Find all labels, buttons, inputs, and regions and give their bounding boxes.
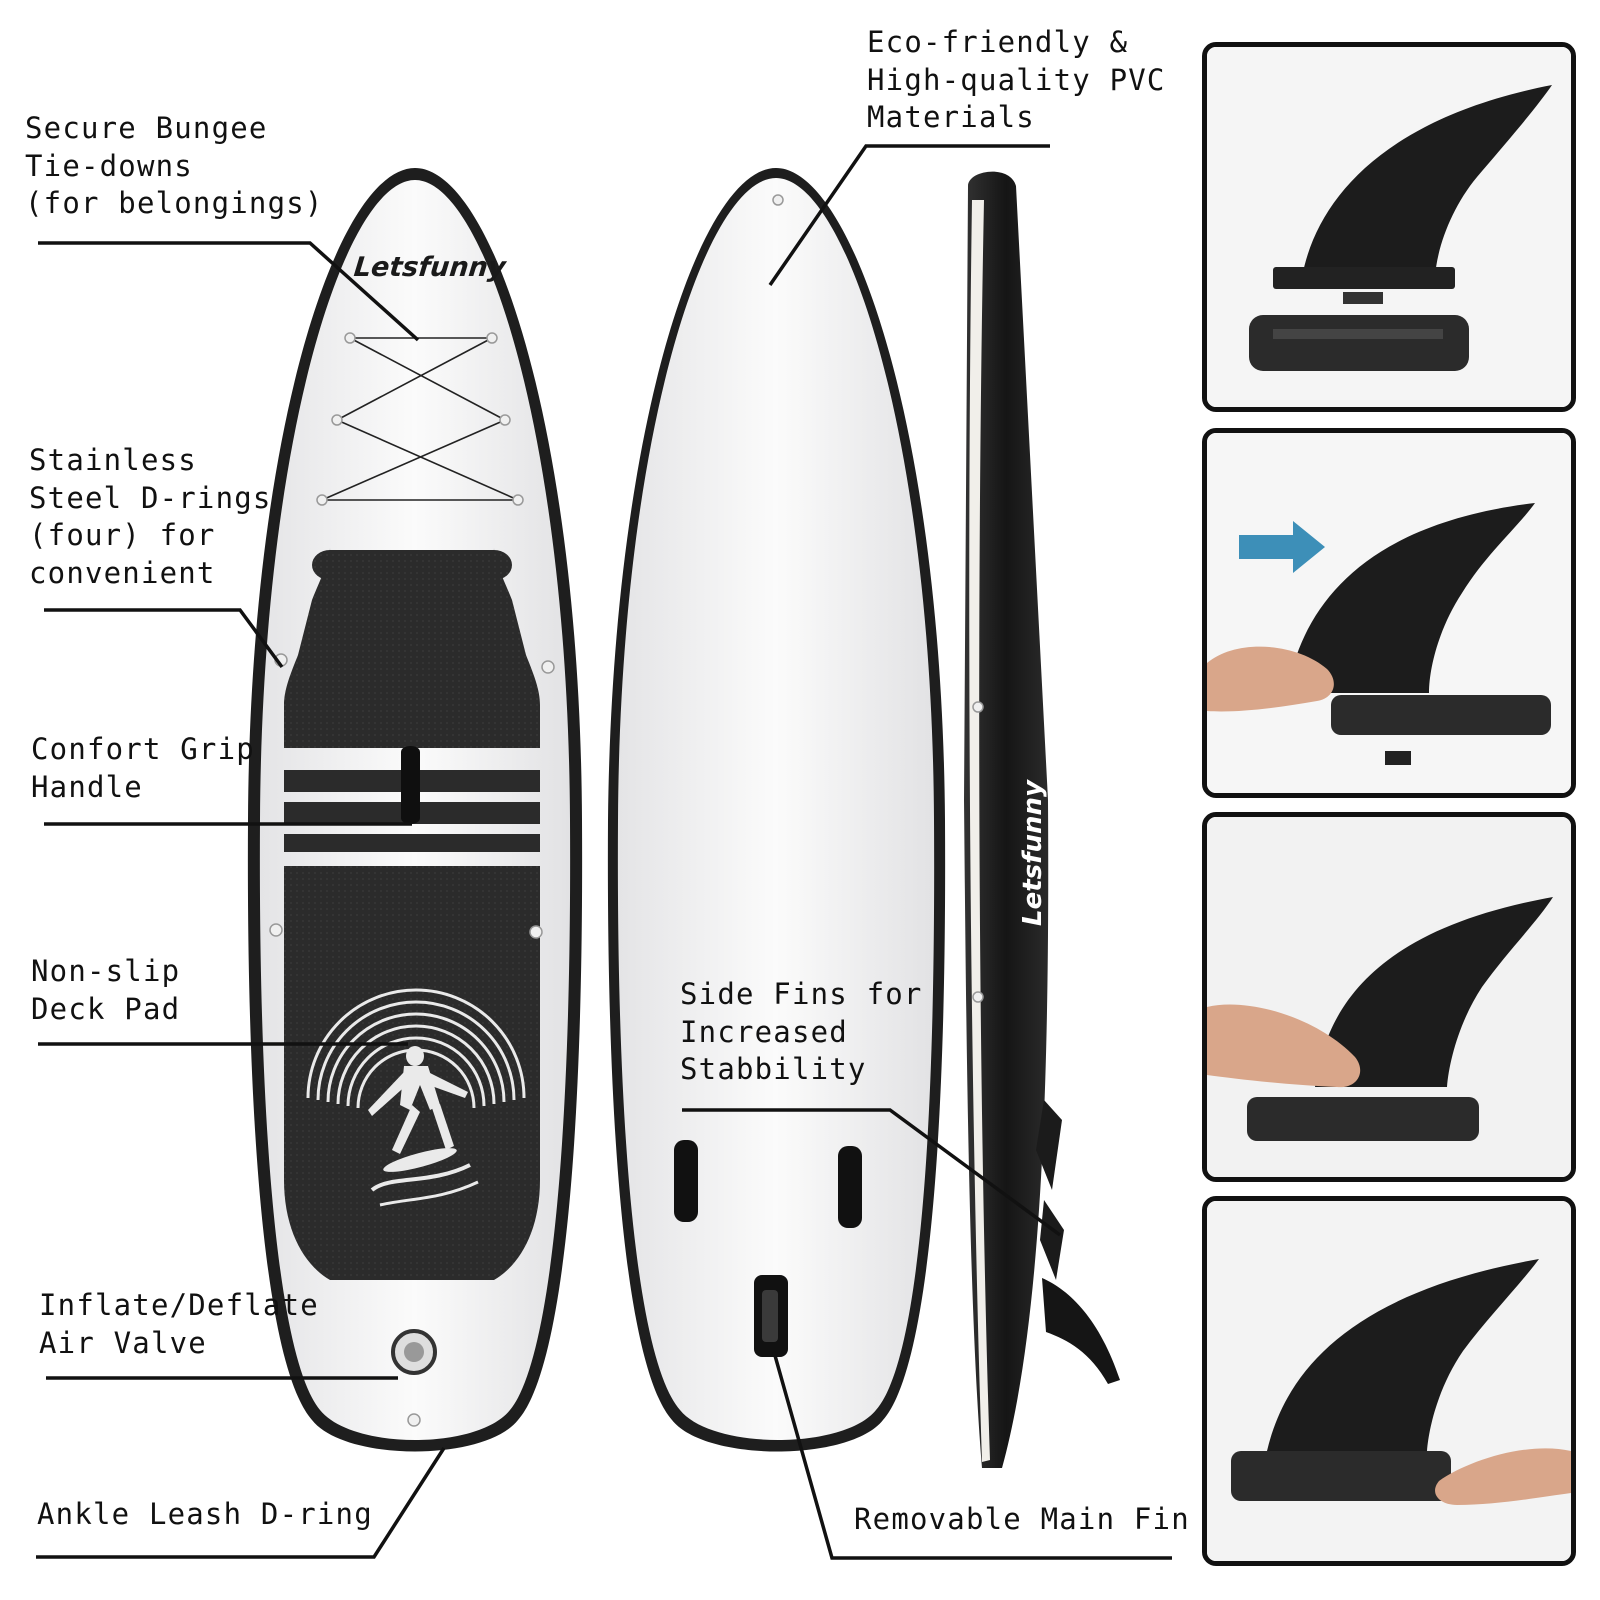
bottom-board bbox=[607, 168, 946, 1452]
panel-fin-slide-in-with-arrow bbox=[1202, 428, 1576, 798]
callout-air-valve: Inflate/Deflate Air Valve bbox=[39, 1288, 319, 1360]
callout-main-fin: Removable Main Fin bbox=[854, 1502, 1190, 1536]
callout-stainless-d-rings: Stainless Steel D-rings (four) for conve… bbox=[29, 443, 272, 590]
callout-deck-pad: Non-slip Deck Pad bbox=[31, 954, 181, 1026]
deck-board bbox=[247, 168, 583, 1452]
callout-pvc-materials: Eco-friendly & High-quality PVC Material… bbox=[867, 25, 1166, 134]
panel-fin-locked-with-pin bbox=[1202, 1196, 1576, 1566]
brand-logo-deck: Letsfunny bbox=[352, 252, 508, 283]
leader-lines bbox=[36, 144, 1172, 1560]
callout-ankle-leash: Ankle Leash D-ring bbox=[37, 1497, 373, 1531]
callout-side-fins: Side Fins for Increased Stabbility bbox=[680, 977, 923, 1086]
callout-grip-handle: Confort Grip Handle bbox=[31, 732, 255, 804]
brand-logo-side: Letsfunny bbox=[1018, 780, 1048, 926]
panel-fin-and-fin-box-separate bbox=[1202, 42, 1576, 412]
side-profile-board bbox=[964, 171, 1120, 1469]
callout-bungee-tie-downs: Secure Bungee Tie-downs (for belongings) bbox=[25, 111, 324, 220]
panel-fin-pressed-into-box bbox=[1202, 812, 1576, 1182]
